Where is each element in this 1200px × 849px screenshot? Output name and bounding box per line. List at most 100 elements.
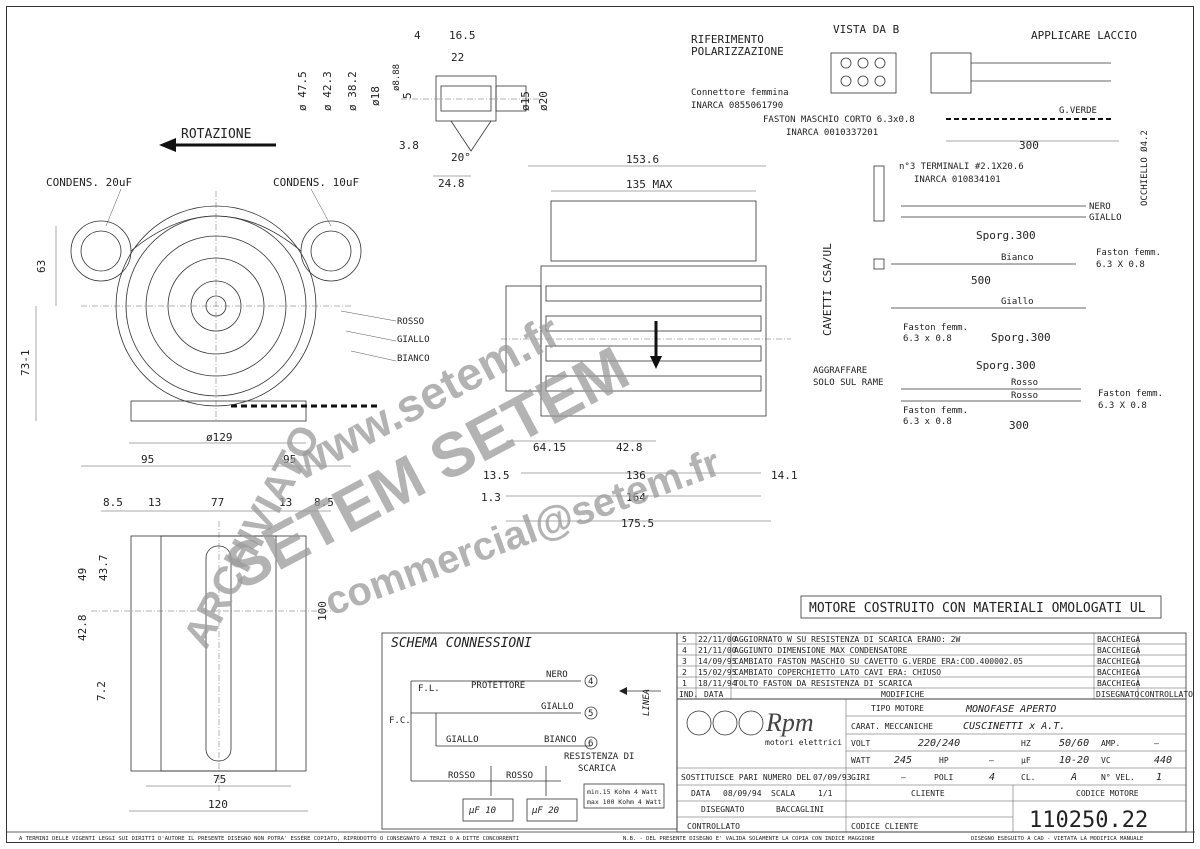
schema-fc: F.C. <box>389 716 411 726</box>
sostituisce-label: SOSTITUISCE PARI NUMERO DEL <box>681 773 811 782</box>
gverde-label: G.VERDE <box>1059 106 1097 116</box>
hp-label: HP <box>939 756 949 765</box>
faston-femm-2: Faston femm. <box>903 323 968 333</box>
connection-schema: SCHEMA CONNESSIONI 4 5 6 NERO GIALLO BIA… <box>381 632 678 830</box>
schema-nero: NERO <box>546 670 568 680</box>
rotation-arrow: ROTAZIONE <box>159 127 276 152</box>
dim-120: 120 <box>208 798 228 811</box>
hz-label: HZ <box>1021 739 1031 748</box>
inarca2-label: INARCA 0010337201 <box>786 128 878 138</box>
data-label: DATA <box>691 789 710 798</box>
hp-value: — <box>989 756 994 765</box>
schema-title: SCHEMA CONNESSIONI <box>391 636 532 651</box>
brand-sub: motori elettrici <box>765 738 842 747</box>
schema-rosso2: ROSSO <box>506 771 533 781</box>
carat-label: CARAT. MECCANICHE <box>851 722 933 731</box>
dim-175-5: 175.5 <box>621 517 654 530</box>
faston-femm-1: Faston femm. <box>1096 248 1161 258</box>
cavetti-label: CAVETTI CSA/UL <box>821 243 834 336</box>
schema-bianco: BIANCO <box>544 735 577 745</box>
nvel-label: N° VEL. <box>1101 773 1135 782</box>
schema-linea: LINEA <box>642 689 652 716</box>
dim-16-5: 16.5 <box>449 29 476 42</box>
rev-head-modifiche: MODIFICHE <box>881 690 925 699</box>
rev2-n: 2 <box>682 668 687 677</box>
dim-18: ø18 <box>369 86 382 106</box>
dim-7-2: 7.2 <box>95 681 108 701</box>
rev3-date: 14/09/95 <box>698 657 737 666</box>
dim-13b: 13 <box>279 496 292 509</box>
sostituisce-date: 07/09/93 <box>813 773 852 782</box>
poli-value: 4 <box>989 772 995 783</box>
footer-mid: N.B. - DEL PRESENTE DISEGNO E' VALIDA SO… <box>623 836 875 842</box>
ul-note: MOTORE COSTRUITO CON MATERIALI OMOLOGATI… <box>809 601 1146 616</box>
dim-38-2: ø 38.2 <box>346 71 359 111</box>
amp-label: AMP. <box>1101 739 1120 748</box>
faston-size-4: 6.3 x 0.8 <box>903 417 952 427</box>
shaft-detail: 16.5 4 22 ø 47.5 ø 42.3 ø 38.2 ø18 ø8.88… <box>296 29 550 190</box>
dim-1-3: 1.3 <box>481 491 501 504</box>
dim-135-max: 135 MAX <box>626 178 673 191</box>
brand-name: Rpm <box>765 708 814 737</box>
giri-value: — <box>901 773 906 782</box>
dim-77: 77 <box>211 496 224 509</box>
aggraffare-2: SOLO SUL RAME <box>813 378 883 388</box>
rev1-n: 1 <box>682 679 687 688</box>
rosso-lead-2: Rosso <box>1011 391 1038 401</box>
faston-size-1: 6.3 X 0.8 <box>1096 260 1145 270</box>
codice-motore-label: CODICE MOTORE <box>1076 789 1139 798</box>
condens-left-label: CONDENS. 20uF <box>46 176 132 189</box>
dim-500: 500 <box>971 274 991 287</box>
title-block: Rpm motori elettrici TIPO MOTORE MONOFAS… <box>676 698 1187 833</box>
rev3-by: BACCHIEGA <box>1097 657 1141 666</box>
terminali-label: n°3 TERMINALI #2.1X20.6 <box>899 162 1024 172</box>
connector-detail: VISTA DA B RIFERIMENTO POLARIZZAZIONE AP… <box>691 23 1150 206</box>
rev-head-ind: IND. <box>679 690 698 699</box>
rev-head-data: DATA <box>704 690 723 699</box>
dim-129: ø129 <box>206 431 233 444</box>
bianco-lead: Bianco <box>1001 253 1034 263</box>
dim-5: 5 <box>401 92 414 99</box>
dim-4: 4 <box>414 29 421 42</box>
rev1-text: TOLTO FASTON DA RESISTENZA DI SCARICA <box>734 679 912 688</box>
schema-giallo: GIALLO <box>541 702 574 712</box>
rev2-text: CAMBIATO COPERCHIETTO LATO CAVI ERA: CHI… <box>734 668 941 677</box>
dim-20deg: 20° <box>451 151 471 164</box>
poli-label: POLI <box>934 773 953 782</box>
scala-value: 1/1 <box>818 789 833 798</box>
aggraffare-1: AGGRAFFARE <box>813 366 867 376</box>
dim-95a: 95 <box>141 453 154 466</box>
dim-42-3: ø 42.3 <box>321 71 334 111</box>
dim-64-15: 64.15 <box>533 441 566 454</box>
dim-22: 22 <box>451 51 464 64</box>
footer-left: A TERMINI DELLE VIGENTI LEGGI SUI DIRITT… <box>19 836 519 842</box>
rev5-by: BACCHIEGA <box>1097 635 1141 644</box>
watermark: www.setem.fr SETEM SETEM commercial@sete… <box>175 304 726 655</box>
footer-right: DISEGNO ESEGUITO A CAD - VIETATA LA MODI… <box>971 836 1143 842</box>
uf-label: μF <box>1021 756 1031 765</box>
giri-label: GIRI <box>851 773 870 782</box>
technical-drawing: ROTAZIONE CONDENS. 20uF CONDENS. 10uF RO… <box>7 23 1195 842</box>
tipo-value: MONOFASE APERTO <box>965 704 1056 715</box>
wire-leads: n°3 TERMINALI #2.1X20.6 INARCA 010834101… <box>813 162 1163 432</box>
codice-motore: 110250.22 <box>1029 808 1148 833</box>
dim-49: 49 <box>76 568 89 581</box>
rev-head-disegnato: DISEGNATO <box>1096 690 1140 699</box>
rev3-n: 3 <box>682 657 687 666</box>
schema-uf10: μF 10 <box>468 806 496 816</box>
dim-73: 73-1 <box>19 350 32 377</box>
schema-res2: max 100 Kohm 4 Watt <box>587 798 661 806</box>
volt-label: VOLT <box>851 739 870 748</box>
dim-13a: 13 <box>148 496 161 509</box>
giallo2-lead: Giallo <box>1001 297 1034 307</box>
dim-47-5: ø 47.5 <box>296 71 309 111</box>
dim-42-8: 42.8 <box>616 441 643 454</box>
rev-head-controllato: CONTROLLATO <box>1140 690 1193 699</box>
data-value: 08/09/94 <box>723 789 762 798</box>
wire-giallo: GIALLO <box>397 335 430 345</box>
schema-scarica: SCARICA <box>578 764 617 774</box>
footer: A TERMINI DELLE VIGENTI LEGGI SUI DIRITT… <box>7 831 1195 842</box>
rev1-by: BACCHIEGA <box>1097 679 1141 688</box>
sporg-3: Sporg.300 <box>976 359 1036 372</box>
sporg-2: Sporg.300 <box>991 331 1051 344</box>
